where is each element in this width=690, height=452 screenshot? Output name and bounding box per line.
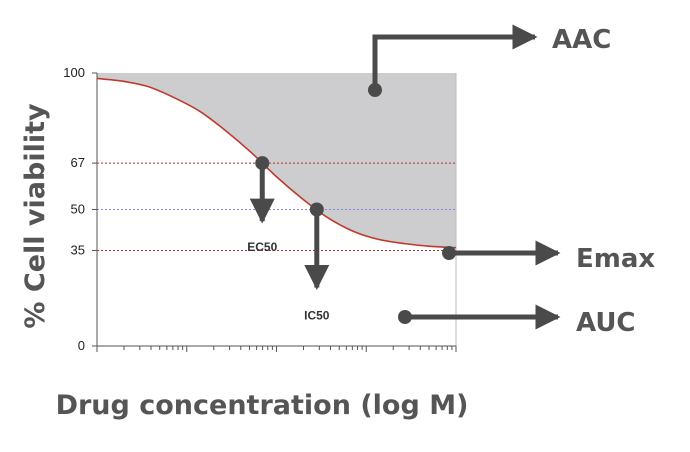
emax-callout-label: Emax <box>576 244 655 274</box>
x-axis-ticks <box>96 346 457 352</box>
aac-callout-label: AAC <box>552 25 611 55</box>
ec50-label: EC50 <box>247 240 277 254</box>
auc-callout-label: AUC <box>576 308 636 338</box>
y-tick-label: 35 <box>71 242 85 257</box>
ic50-label: IC50 <box>304 309 330 323</box>
y-tick-label: 100 <box>63 65 85 80</box>
x-axis-label: Drug concentration (log M) <box>56 390 469 421</box>
y-axis-label: % Cell viability <box>20 103 51 329</box>
y-tick-label: 67 <box>71 155 85 170</box>
aac-shaded-area <box>97 73 456 248</box>
y-axis-ticks: 0 35 50 67 100 <box>63 65 97 353</box>
aac-callout-arrow <box>372 24 538 90</box>
dose-response-curve <box>96 77 457 249</box>
y-tick-label: 0 <box>78 338 85 353</box>
y-tick-label: 50 <box>71 202 85 217</box>
